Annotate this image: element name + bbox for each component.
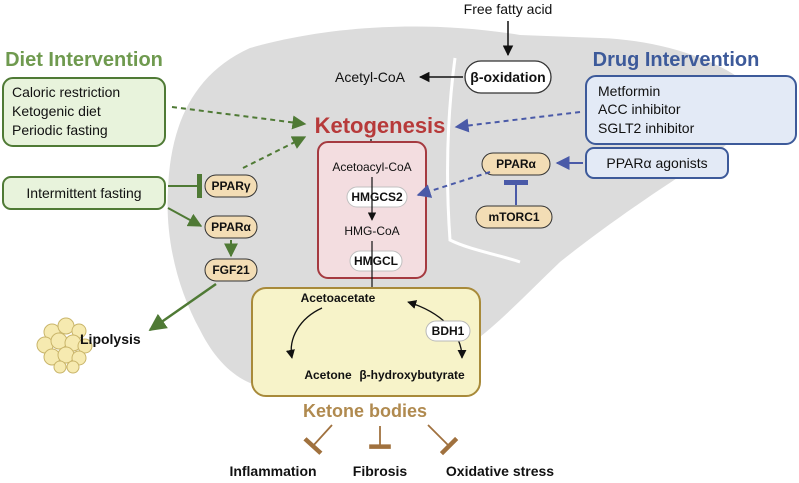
drug-item-acc-inhibitor: ACC inhibitor (598, 101, 681, 117)
hmgcs2-box (346, 186, 408, 208)
outcome-oxidative-stress: Oxidative stress (446, 463, 554, 479)
drug-ppar-alpha-box (481, 152, 551, 176)
outcome-inflammation: Inflammation (229, 463, 316, 479)
ppar-alpha-to-hmgcs2-arrow (416, 171, 491, 198)
drug-intervention-title: Drug Intervention (593, 49, 760, 71)
acetoacetate-to-acetone-arrow (285, 307, 323, 359)
hmgcl-label: HMGCL (354, 254, 398, 268)
beta-oxidation-box (464, 60, 552, 94)
diet-item-ketogenic-diet: Ketogenic diet (12, 103, 101, 119)
ppar-agonists-label: PPARα agonists (606, 155, 707, 171)
acetone-label: Acetone (304, 368, 352, 382)
free-fatty-acid-label: Free fatty acid (464, 1, 553, 17)
ketone-inhibits-oxidative (427, 424, 459, 456)
drug-ppar-alpha-label: PPARα (496, 157, 536, 171)
diet-intervention-title: Diet Intervention (5, 49, 163, 71)
if-to-ppar-alpha-arrow (167, 207, 203, 227)
mtorc1-box (475, 205, 553, 229)
ppar-agonists-box (585, 147, 729, 179)
bdh1-box (425, 320, 471, 342)
fgf21-label: FGF21 (212, 263, 250, 277)
lipolysis-label: Lipolysis (80, 331, 141, 347)
mtorc1-label: mTORC1 (488, 210, 539, 224)
drug-list-box (585, 75, 797, 145)
adipocyte-cluster-icon (36, 317, 93, 374)
liver-lobe-fissure (446, 57, 521, 264)
hmgcl-box (349, 250, 403, 272)
ketone-bodies-title: Ketone bodies (303, 401, 427, 421)
ppar-gamma-to-ketogenesis-arrow (242, 136, 307, 169)
diet-to-ketogenesis-arrow (171, 106, 307, 130)
drug-item-metformin: Metformin (598, 83, 660, 99)
hmg-coa-label: HMG-CoA (344, 224, 399, 238)
fgf21-box (204, 258, 258, 282)
intermittent-fasting-box (2, 176, 166, 210)
drug-to-ketogenesis-arrow (454, 111, 581, 133)
intermittent-fasting-label: Intermittent fasting (26, 185, 141, 201)
diet-item-periodic-fasting: Periodic fasting (12, 122, 108, 138)
outcome-fibrosis: Fibrosis (353, 463, 408, 479)
hmgcs2-label: HMGCS2 (351, 190, 403, 204)
drug-item-sglt2-inhibitor: SGLT2 inhibitor (598, 120, 695, 136)
fgf21-to-lipolysis-arrow (148, 282, 217, 332)
beta-oxidation-label: β-oxidation (470, 69, 545, 85)
beta-hydroxybutyrate-label: β-hydroxybutyrate (359, 368, 465, 382)
diet-ppar-alpha-box (204, 215, 258, 239)
ketone-inhibits-inflammation (303, 424, 333, 455)
diet-ppar-alpha-label: PPARα (211, 220, 251, 234)
bdh1-label: BDH1 (432, 324, 465, 338)
ppar-gamma-label: PPARγ (211, 179, 250, 193)
acetyl-coa-label: Acetyl-CoA (335, 69, 406, 85)
acetoacyl-coa-label: Acetoacyl-CoA (332, 160, 411, 174)
ketogenesis-title: Ketogenesis (315, 113, 446, 138)
diet-item-caloric-restriction: Caloric restriction (12, 84, 120, 100)
diet-list-box (2, 77, 166, 147)
ppar-gamma-box (204, 174, 258, 198)
acetoacetate-label: Acetoacetate (301, 291, 376, 305)
